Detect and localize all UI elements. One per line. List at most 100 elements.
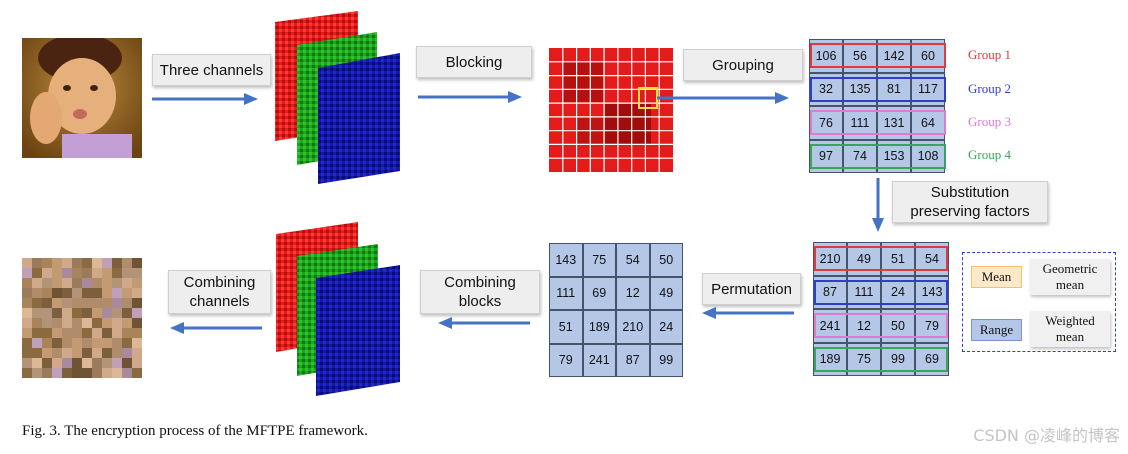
matrix-cell: 24 <box>649 310 683 344</box>
matrix-cell: 189 <box>582 310 616 344</box>
mosaic-pixel <box>122 268 132 278</box>
matrix-cell: 12 <box>847 309 881 343</box>
mosaic-pixel <box>102 298 112 308</box>
mosaic-pixel <box>22 308 32 318</box>
mosaic-pixel <box>62 288 72 298</box>
mosaic-pixel <box>32 258 42 268</box>
mosaic-pixel <box>102 288 112 298</box>
mosaic-pixel <box>32 268 42 278</box>
geometric-mean-factor: Geometric mean <box>1030 259 1110 295</box>
permuted-matrix: 143 75 54 50 111 69 12 49 51 189 210 24 … <box>549 243 683 377</box>
mosaic-pixel <box>122 318 132 328</box>
matrix-cell: 87 <box>616 343 650 377</box>
mosaic-pixel <box>72 368 82 378</box>
mosaic-pixel <box>32 288 42 298</box>
matrix-cell: 143 <box>549 243 583 277</box>
mosaic-pixel <box>62 258 72 268</box>
mosaic-pixel <box>82 368 92 378</box>
mosaic-pixel <box>112 338 122 348</box>
mosaic-pixel <box>32 358 42 368</box>
mosaic-pixel <box>52 258 62 268</box>
blocked-red-channel <box>549 48 673 172</box>
matrix-cell: 99 <box>881 342 915 376</box>
mosaic-pixel <box>92 258 102 268</box>
mosaic-pixel <box>52 348 62 358</box>
matrix-cell: 54 <box>616 243 650 277</box>
matrix-cell: 106 <box>809 39 843 73</box>
mosaic-pixel <box>52 358 62 368</box>
mosaic-pixel <box>92 268 102 278</box>
blue-channel-layer <box>318 53 400 184</box>
mosaic-pixel <box>52 318 62 328</box>
mosaic-pixel <box>92 338 102 348</box>
matrix-cell: 97 <box>809 139 843 173</box>
mosaic-pixel <box>42 298 52 308</box>
range-factor: Range <box>971 319 1022 341</box>
mosaic-pixel <box>52 288 62 298</box>
mosaic-pixel <box>132 358 142 368</box>
channel-layers-top <box>275 11 400 184</box>
mosaic-pixel <box>72 358 82 368</box>
mosaic-pixel <box>132 268 142 278</box>
matrix-cell: 56 <box>843 39 877 73</box>
matrix-cell: 131 <box>877 106 911 140</box>
mosaic-pixel <box>62 298 72 308</box>
mosaic-pixel <box>92 278 102 288</box>
mosaic-pixel <box>42 328 52 338</box>
mosaic-pixel <box>112 318 122 328</box>
mosaic-pixel <box>42 318 52 328</box>
mosaic-pixel <box>72 328 82 338</box>
mosaic-pixel <box>42 268 52 278</box>
mosaic-pixel <box>102 308 112 318</box>
mosaic-pixel <box>72 278 82 288</box>
mosaic-pixel <box>132 318 142 328</box>
mosaic-pixel <box>112 278 122 288</box>
mosaic-pixel <box>112 368 122 378</box>
mosaic-pixel <box>42 348 52 358</box>
mosaic-pixel <box>92 318 102 328</box>
mosaic-pixel <box>102 358 112 368</box>
mosaic-pixel <box>132 338 142 348</box>
mosaic-pixel <box>42 338 52 348</box>
matrix-cell: 189 <box>813 342 847 376</box>
mosaic-pixel <box>132 298 142 308</box>
mosaic-pixel <box>82 358 92 368</box>
figure-caption: Fig. 3. The encryption process of the MF… <box>22 423 368 439</box>
mosaic-pixel <box>132 308 142 318</box>
matrix-cell: 54 <box>915 242 949 276</box>
mosaic-pixel <box>92 328 102 338</box>
mosaic-pixel <box>122 278 132 288</box>
matrix-cell: 24 <box>881 275 915 309</box>
arrow-permutation <box>702 307 794 319</box>
mosaic-pixel <box>92 358 102 368</box>
matrix-cell: 69 <box>582 276 616 310</box>
matrix-cell: 241 <box>813 309 847 343</box>
substituted-matrix: 210 49 51 54 87 111 24 143 241 12 50 79 … <box>813 242 949 376</box>
mosaic-pixel <box>102 348 112 358</box>
mosaic-pixel <box>82 258 92 268</box>
mosaic-pixel <box>42 308 52 318</box>
mosaic-pixel <box>22 298 32 308</box>
arrow-substitution <box>872 178 884 232</box>
matrix-cell: 60 <box>911 39 945 73</box>
mosaic-pixel <box>92 368 102 378</box>
original-photo <box>22 38 142 158</box>
mosaic-pixel <box>112 328 122 338</box>
mosaic-pixel <box>32 348 42 358</box>
matrix-cell: 87 <box>813 275 847 309</box>
mosaic-pixel <box>102 268 112 278</box>
matrix-cell: 50 <box>881 309 915 343</box>
mosaic-pixel <box>72 268 82 278</box>
matrix-cell: 117 <box>911 72 945 106</box>
mosaic-pixel <box>92 288 102 298</box>
mosaic-pixel <box>72 298 82 308</box>
mosaic-pixel <box>132 368 142 378</box>
arrow-combining-blocks <box>438 317 530 329</box>
matrix-cell: 74 <box>843 139 877 173</box>
mosaic-pixel <box>32 308 42 318</box>
matrix-cell: 51 <box>881 242 915 276</box>
factors-legend <box>962 252 1116 352</box>
mosaic-pixel <box>112 358 122 368</box>
matrix-cell: 111 <box>549 276 583 310</box>
matrix-cell: 99 <box>649 343 683 377</box>
